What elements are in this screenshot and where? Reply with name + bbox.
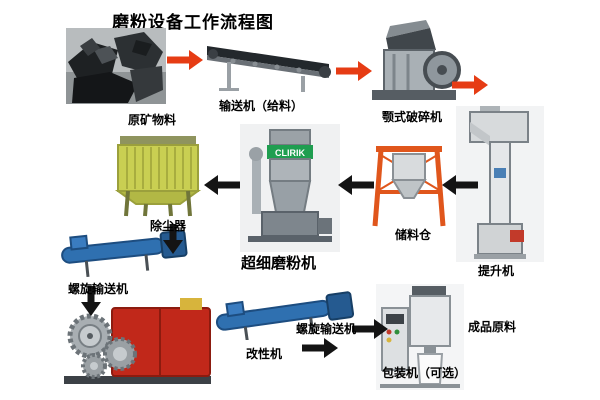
label-screw-conveyor-2: 螺旋输送机 <box>296 322 357 336</box>
arrow-elevator-to-silo <box>442 175 478 195</box>
label-conveyor: 输送机（给料） <box>219 99 304 113</box>
dust-collector-illustration <box>114 136 202 217</box>
label-jaw-crusher: 颚式破碎机 <box>382 110 443 124</box>
arrow-silo-to-mill <box>338 175 374 195</box>
bucket-elevator-photo <box>456 106 544 262</box>
label-screw-conveyor-1: 螺旋输送机 <box>68 282 129 296</box>
conveyor-illustration <box>207 46 331 92</box>
screw-conveyor-2-photo <box>208 282 364 340</box>
arrow-screw1-to-modifier <box>81 286 101 316</box>
label-mill: 超细磨粉机 <box>241 255 317 272</box>
storage-silo-illustration <box>372 146 446 227</box>
bucket-elevator-illustration <box>456 106 544 262</box>
grinding-mill-photo: CLIRIK <box>240 124 340 252</box>
page-title: 磨粉设备工作流程图 <box>112 13 274 32</box>
arrow-modifier-to-screw2 <box>302 338 338 358</box>
label-dust-collector: 除尘器 <box>150 219 187 233</box>
modifier-machine-illustration <box>64 298 211 384</box>
label-raw-ore: 原矿物料 <box>128 113 177 127</box>
arrow-ore-to-conveyor <box>167 50 203 70</box>
label-elevator: 提升机 <box>478 264 515 278</box>
jaw-crusher-photo <box>366 16 462 106</box>
dust-collector-photo <box>112 132 204 218</box>
arrow-screw2-to-packing <box>352 319 388 339</box>
label-modifier: 改性机 <box>246 347 283 361</box>
packing-machine-illustration <box>376 284 464 390</box>
raw-ore-photo <box>66 28 166 104</box>
modifier-machine-photo <box>60 296 215 390</box>
storage-silo-photo <box>368 140 450 228</box>
screw-conveyor-2-illustration <box>215 291 355 340</box>
arrow-crusher-to-elevator <box>452 75 488 95</box>
arrow-conveyor-to-crusher <box>336 61 372 81</box>
label-silo: 储料仓 <box>395 228 432 242</box>
packing-machine-photo <box>376 284 464 390</box>
arrow-mill-to-dust-collector <box>204 175 240 195</box>
grinding-mill-illustration: CLIRIK <box>240 124 340 252</box>
jaw-crusher-illustration <box>372 20 461 100</box>
raw-ore-illustration <box>66 28 166 104</box>
label-packing: 包装机（可选） <box>382 366 467 380</box>
mill-brand-text: CLIRIK <box>275 148 305 158</box>
conveyor-photo <box>203 30 335 94</box>
arrow-dust-to-screw1 <box>163 224 183 254</box>
label-product: 成品原料 <box>468 320 517 334</box>
